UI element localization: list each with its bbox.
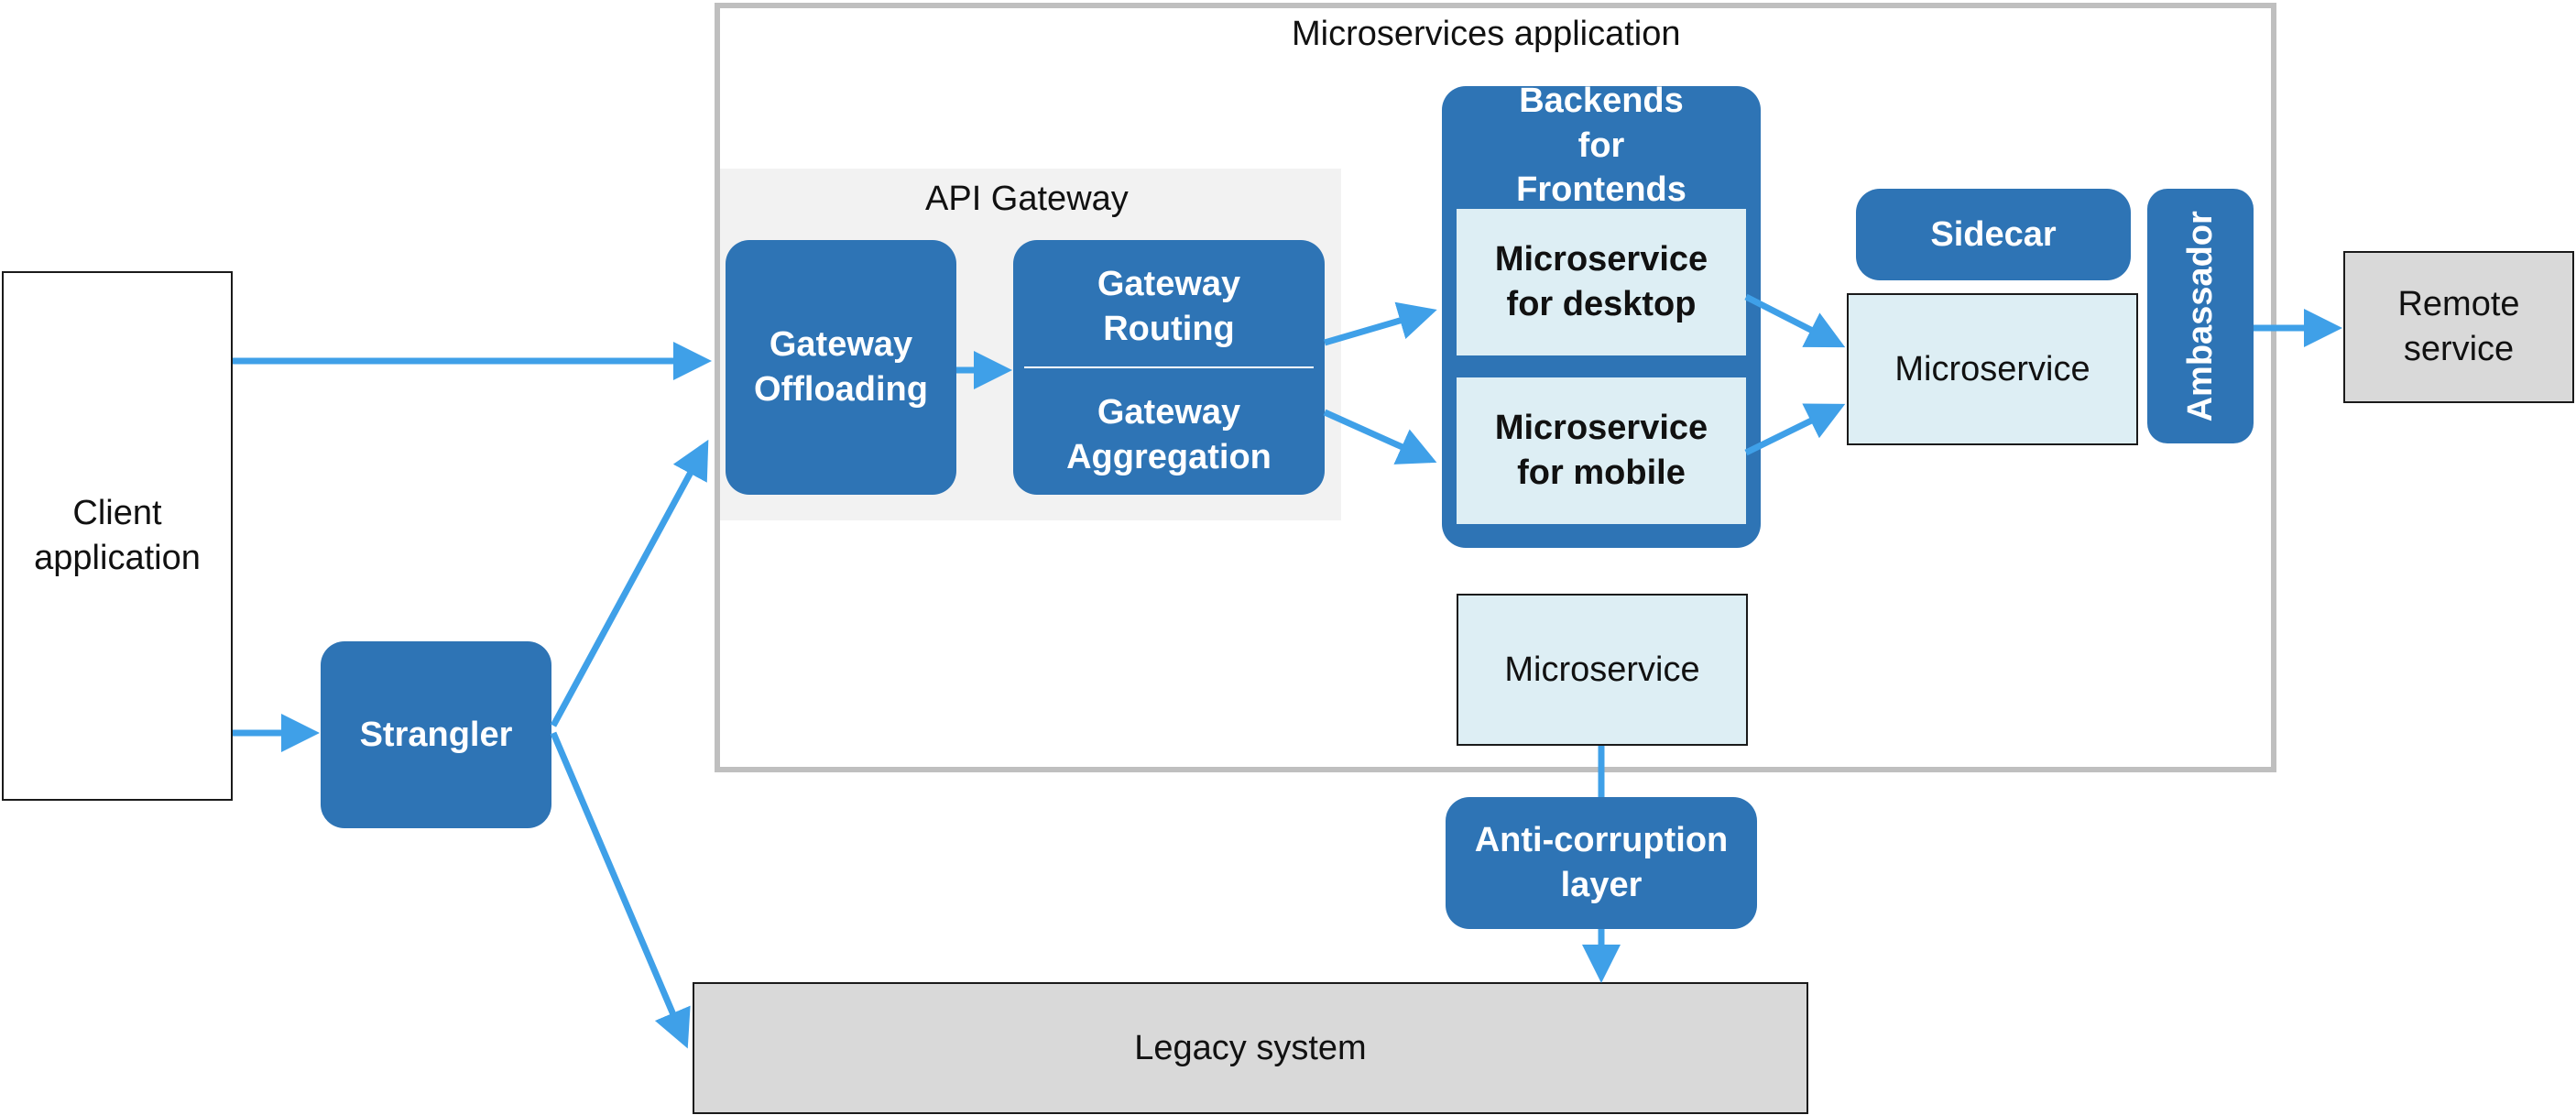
backends-for-frontends-box[interactable]: Backends for Frontends Microservice for …: [1442, 82, 1761, 548]
gateway-aggregation-label: Gateway Aggregation: [1066, 393, 1272, 476]
microservices-application-title: Microservices application: [1292, 15, 1681, 53]
arrow-routing-to-desktop: [1324, 301, 1437, 346]
sidecar-label: Sidecar: [1930, 214, 2057, 254]
microservice-main-label: Microservice: [1894, 349, 2090, 388]
strangler-label: Strangler: [359, 715, 513, 754]
microservice-desktop-box[interactable]: Microservice for desktop: [1457, 209, 1746, 355]
microservice-mobile-label: Microservice for mobile: [1494, 409, 1708, 492]
gateway-divider: [1024, 366, 1314, 368]
anti-corruption-layer-label: Anti-corruption layer: [1474, 821, 1729, 904]
arrow-aggregation-to-mobile: [1323, 409, 1437, 465]
ambassador-box[interactable]: Ambassador: [2147, 189, 2254, 443]
remote-service-label: Remote service: [2397, 285, 2520, 368]
arrow-mobile-to-microservice: [1744, 403, 1846, 456]
api-gateway-title: API Gateway: [925, 180, 1129, 218]
client-application-label: Client application: [34, 494, 201, 577]
client-application-box[interactable]: Client application: [2, 271, 233, 801]
microservice-mobile-box[interactable]: Microservice for mobile: [1457, 377, 1746, 524]
anti-corruption-layer-box[interactable]: Anti-corruption layer: [1446, 797, 1757, 929]
gateway-routing-aggregation-box[interactable]: Gateway Routing Gateway Aggregation: [1013, 240, 1325, 495]
legacy-system-label: Legacy system: [1134, 1028, 1367, 1067]
arrow-strangler-to-gateway: [550, 439, 709, 727]
gateway-routing-label: Gateway Routing: [1097, 265, 1241, 348]
legacy-system-box[interactable]: Legacy system: [693, 982, 1808, 1114]
microservice-desktop-label: Microservice for desktop: [1494, 240, 1708, 323]
microservice-lower-box[interactable]: Microservice: [1457, 594, 1748, 746]
microservice-lower-label: Microservice: [1504, 650, 1700, 689]
strangler-box[interactable]: Strangler: [321, 641, 551, 828]
arrow-strangler-to-legacy: [550, 731, 691, 1049]
microservice-main-box[interactable]: Microservice: [1847, 293, 2138, 445]
arrow-desktop-to-microservice: [1744, 293, 1846, 348]
remote-service-box[interactable]: Remote service: [2343, 251, 2574, 403]
sidecar-box[interactable]: Sidecar: [1856, 189, 2131, 280]
microservices-application-frame: [715, 3, 2276, 772]
gateway-offloading-label: Gateway Offloading: [754, 325, 928, 409]
gateway-offloading-box[interactable]: Gateway Offloading: [726, 240, 956, 495]
